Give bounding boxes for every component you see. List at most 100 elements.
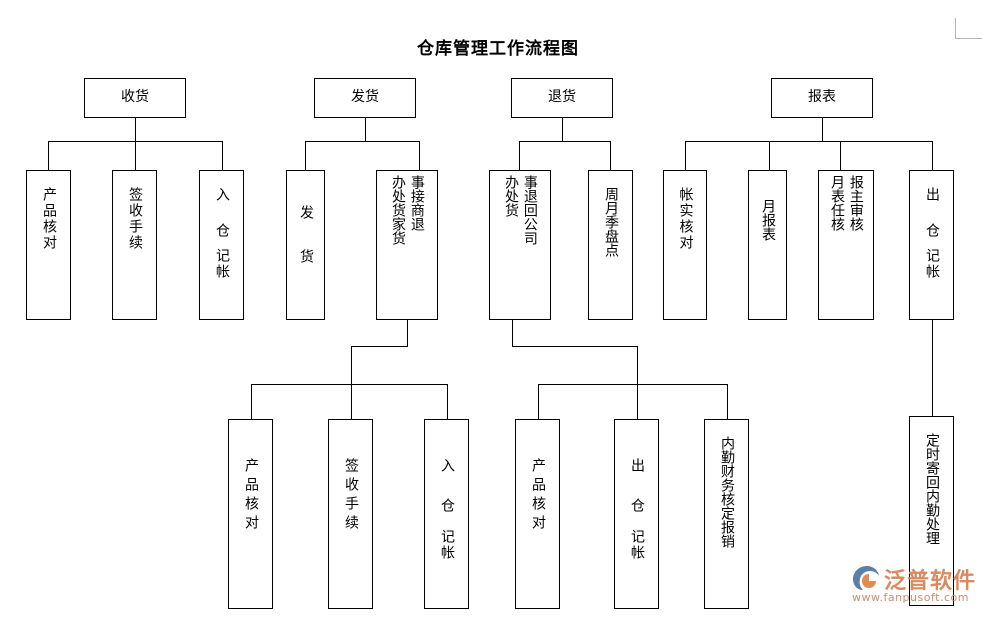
node-returns-sub-child-1[interactable]: 产品核对: [515, 419, 560, 609]
node-label: 发货: [351, 89, 379, 106]
vertical-text-wrap: 周月季盘点: [589, 171, 632, 319]
connector-shipping-sub-stem-b: [351, 346, 352, 384]
node-reports-header[interactable]: 报表: [771, 78, 873, 118]
vertical-text-wrap: 入仓: [200, 171, 243, 319]
connector-returns-sub-jog: [512, 346, 638, 347]
node-receiving-header[interactable]: 收货: [84, 78, 186, 118]
node-label: 周月季盘点: [602, 187, 619, 257]
node-label: 报表: [808, 89, 836, 106]
connector-returns-sub-stem-b: [637, 346, 638, 384]
node-receiving-child-3[interactable]: 入仓: [199, 170, 244, 320]
node-label: 退货: [548, 89, 576, 106]
connector-reports-drop-1: [685, 141, 686, 170]
connector-receiving-drop-2: [135, 141, 136, 170]
node-returns-child-1[interactable]: 办处货 事退回公司: [489, 170, 551, 320]
vertical-text-wrap: 办处货家货 事接商退: [377, 171, 437, 319]
node-label: 出仓: [628, 458, 645, 538]
connector-shipping-sub-drop-2: [351, 384, 352, 419]
node-label-col-right: 事接商退: [408, 175, 425, 231]
vertical-text-wrap: 月报表: [749, 171, 786, 319]
connector-reports-to-mailback: [932, 320, 933, 416]
node-reports-child-1[interactable]: 帐实核对: [663, 170, 707, 320]
connector-returns-bus: [519, 141, 611, 142]
node-label-col-right: 事退回公司: [521, 175, 538, 245]
vertical-text-wrap: 签收手续: [329, 420, 372, 608]
node-receiving-child-1[interactable]: 产品核对: [26, 170, 71, 320]
node-mailback-to-office[interactable]: 定时寄回内勤处理: [909, 416, 954, 606]
fanpu-logo-icon: [853, 566, 879, 590]
connector-receiving-drop-1: [48, 141, 49, 170]
vertical-text-wrap: 出仓: [615, 420, 658, 608]
connector-returns-stem: [562, 118, 563, 141]
connector-shipping-sub-bus: [251, 384, 447, 385]
vertical-text-wrap: 内勤财务核定报销: [705, 420, 748, 608]
connector-returns-sub-stem-a: [512, 320, 513, 346]
vertical-text-wrap: 帐实核对: [664, 171, 706, 319]
page-title: 仓库管理工作流程图: [417, 39, 579, 59]
node-reports-child-2[interactable]: 月报表: [748, 170, 787, 320]
page-corner-mark: [955, 18, 982, 39]
connector-shipping-sub-drop-3: [447, 384, 448, 419]
connector-shipping-sub-stem-a: [407, 320, 408, 346]
node-shipping-child-1[interactable]: 发货: [286, 170, 325, 320]
node-reports-child-4[interactable]: 出仓: [909, 170, 954, 320]
node-label: 签收手续: [126, 187, 143, 251]
node-label-col-left: 月表任核: [829, 175, 845, 231]
node-label: 签收手续: [342, 458, 359, 534]
connector-shipping-sub-drop-1: [251, 384, 252, 419]
vertical-text-wrap: 发货: [287, 171, 324, 319]
node-shipping-child-2[interactable]: 办处货家货 事接商退: [376, 170, 438, 320]
connector-receiving-stem: [135, 118, 136, 141]
vertical-text-wrap: 办处货 事退回公司: [490, 171, 550, 319]
connector-reports-bus: [685, 141, 933, 142]
vertical-text-wrap: 入仓: [425, 420, 468, 608]
vertical-text-wrap: 产品核对: [516, 420, 559, 608]
vertical-text-wrap: 出仓: [910, 171, 953, 319]
node-label: 帐实核对: [677, 187, 694, 251]
connector-shipping-bus: [305, 141, 420, 142]
node-shipping-sub-child-2[interactable]: 签收手续: [328, 419, 373, 609]
node-label: 出仓: [923, 187, 940, 259]
connector-returns-drop-1: [519, 141, 520, 170]
connector-shipping-drop-1: [305, 141, 306, 170]
node-shipping-sub-child-3[interactable]: 入仓: [424, 419, 469, 609]
node-label-col-left: 办处货家货: [390, 175, 406, 245]
node-shipping-sub-child-1[interactable]: 产品核对: [228, 419, 273, 609]
node-returns-child-2[interactable]: 周月季盘点: [588, 170, 633, 320]
node-reports-child-3[interactable]: 月表任核 报主审核: [818, 170, 874, 320]
node-label: 收货: [121, 89, 149, 106]
node-label: 定时寄回内勤处理: [923, 433, 940, 545]
vertical-text-wrap: 产品核对: [27, 171, 70, 319]
node-label: 入仓: [438, 458, 455, 538]
node-label: 内勤财务核定报销: [718, 436, 735, 548]
connector-reports-drop-2: [769, 141, 770, 170]
node-receiving-child-2[interactable]: 签收手续: [112, 170, 157, 320]
node-label: 月报表: [759, 199, 776, 241]
connector-shipping-stem: [365, 118, 366, 141]
vertical-text-wrap: 月表任核 报主审核: [819, 171, 873, 319]
node-label: 产品核对: [40, 187, 57, 251]
vertical-text-wrap: 定时寄回内勤处理: [910, 417, 953, 605]
connector-returns-drop-2: [610, 141, 611, 170]
vertical-text-wrap: 产品核对: [229, 420, 272, 608]
node-label-col-right: 报主审核: [847, 175, 864, 231]
node-returns-header[interactable]: 退货: [511, 78, 613, 118]
connector-reports-stem: [822, 118, 823, 141]
connector-reports-drop-3: [840, 141, 841, 170]
connector-returns-sub-drop-1: [538, 384, 539, 419]
connector-reports-drop-4: [932, 141, 933, 170]
vertical-text-wrap: 签收手续: [113, 171, 156, 319]
connector-shipping-drop-2: [419, 141, 420, 170]
connector-returns-sub-drop-2: [637, 384, 638, 419]
node-label-col-left: 办处货: [503, 175, 519, 217]
connector-returns-sub-bus: [538, 384, 728, 385]
connector-shipping-sub-jog: [351, 346, 408, 347]
node-returns-sub-child-3[interactable]: 内勤财务核定报销: [704, 419, 749, 609]
node-label: 产品核对: [529, 458, 546, 534]
connector-receiving-drop-3: [222, 141, 223, 170]
connector-returns-sub-drop-3: [727, 384, 728, 419]
node-returns-sub-child-2[interactable]: 出仓: [614, 419, 659, 609]
node-label: 入仓: [213, 187, 230, 259]
node-shipping-header[interactable]: 发货: [314, 78, 416, 118]
